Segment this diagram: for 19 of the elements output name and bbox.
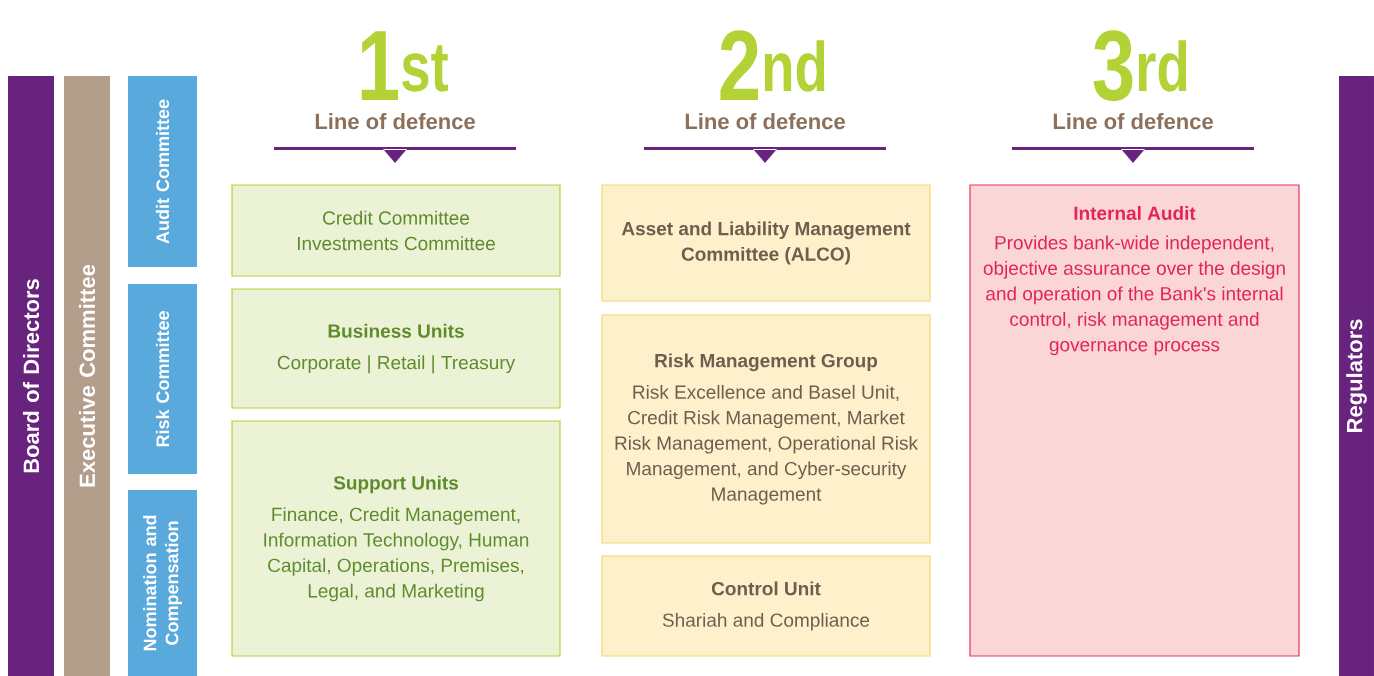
heading: Line of defence: [315, 113, 475, 130]
text-box: Internal Audit Provides bank-wide independent, objective assurance over the design and operation of the Bank's internal control, risk management and governance process: [969, 184, 1300, 657]
vertical-band: Regulators: [1339, 76, 1374, 676]
heading: Line of defence: [685, 113, 845, 130]
text-box: Business Units Corporate | Retail | Treasury: [231, 288, 561, 409]
text-box: Asset and Liability Management Committee (ALCO): [601, 184, 931, 302]
vertical-band: Nomination and Compensation: [128, 490, 197, 676]
text-box: Support Units Finance, Credit Management, Information Technology, Human Capital, Operations, Premises, Legal, and Marketing: [231, 420, 561, 657]
ordinal-heading: 1$^{st}$: [361, 31, 449, 100]
vertical-band: Risk Committee: [128, 284, 197, 474]
heading: Line of defence: [1053, 113, 1213, 130]
text-box: Control Unit Shariah and Compliance: [601, 555, 931, 657]
text-box: Credit Committee Investments Committee: [231, 184, 561, 277]
ordinal-heading: 3$^{rd}$: [1093, 30, 1187, 102]
vertical-band: Board of Directors: [8, 76, 54, 676]
text-box: Risk Management Group Risk Excellence and Basel Unit, Credit Risk Management, Market Risk Management, Operational Risk Management, and Cyber-security Management: [601, 314, 931, 544]
ordinal-heading: 2$^{nd}$: [720, 30, 825, 100]
vertical-band: Executive Committee: [64, 76, 110, 676]
vertical-band: Audit Committee: [128, 76, 197, 267]
